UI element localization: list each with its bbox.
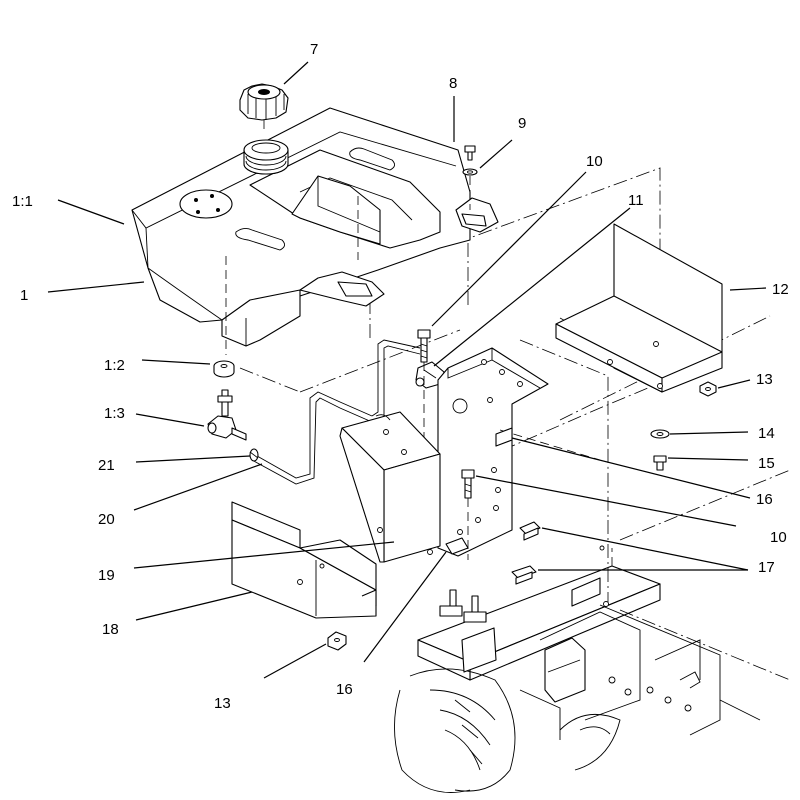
grommet — [213, 360, 235, 378]
bolt-middle — [461, 469, 475, 560]
elbow-fitting — [207, 389, 247, 441]
floor-plate-slot — [571, 545, 609, 607]
callout-1-2: 1:2 — [104, 357, 125, 374]
fuel-tank — [131, 107, 499, 347]
tube-clip-lower — [445, 537, 469, 555]
callout-9: 9 — [518, 115, 526, 132]
callout-labels: 7 8 9 10 11 1:1 12 1 1:2 13 1:3 14 21 15… — [12, 41, 789, 712]
callout-14: 14 — [758, 425, 775, 442]
callout-16-right: 16 — [756, 491, 773, 508]
callout-11: 11 — [628, 192, 644, 209]
callout-1: 1 — [20, 287, 28, 304]
tank-mount-bolt — [225, 145, 478, 355]
hose-clamp — [249, 448, 259, 462]
frame-chassis — [394, 548, 761, 793]
callout-10-lower: 10 — [770, 529, 787, 546]
bolt-lower-right — [653, 455, 667, 471]
heat-shield — [231, 501, 377, 619]
carriage-bolt-lower — [511, 565, 537, 585]
callout-10-upper: 10 — [586, 153, 603, 170]
callout-12: 12 — [772, 281, 789, 298]
callout-20: 20 — [98, 511, 115, 528]
callout-21: 21 — [98, 457, 115, 474]
fuel-shutoff-valve — [415, 361, 445, 389]
carriage-bolt-upper — [519, 521, 541, 541]
callout-19: 19 — [98, 567, 115, 584]
mounting-bracket-plate — [437, 347, 601, 557]
callout-17: 17 — [758, 559, 775, 576]
support-shelf — [555, 223, 723, 393]
washer — [650, 429, 670, 439]
tube-clip-upper — [495, 427, 513, 447]
callout-16-lower: 16 — [336, 681, 353, 698]
callout-13-lower: 13 — [214, 695, 231, 712]
callout-1-3: 1:3 — [104, 405, 125, 422]
callout-13-right: 13 — [756, 371, 773, 388]
side-bracket — [339, 411, 441, 563]
hex-nut-right — [699, 381, 717, 397]
callout-leaders — [47, 61, 767, 679]
callout-15: 15 — [758, 455, 775, 472]
fuel-cap — [239, 83, 289, 130]
hex-nut-lower — [327, 631, 347, 651]
callout-7: 7 — [310, 41, 318, 58]
callout-18: 18 — [102, 621, 119, 638]
callout-8: 8 — [449, 75, 457, 92]
callout-1-1: 1:1 — [12, 193, 33, 210]
